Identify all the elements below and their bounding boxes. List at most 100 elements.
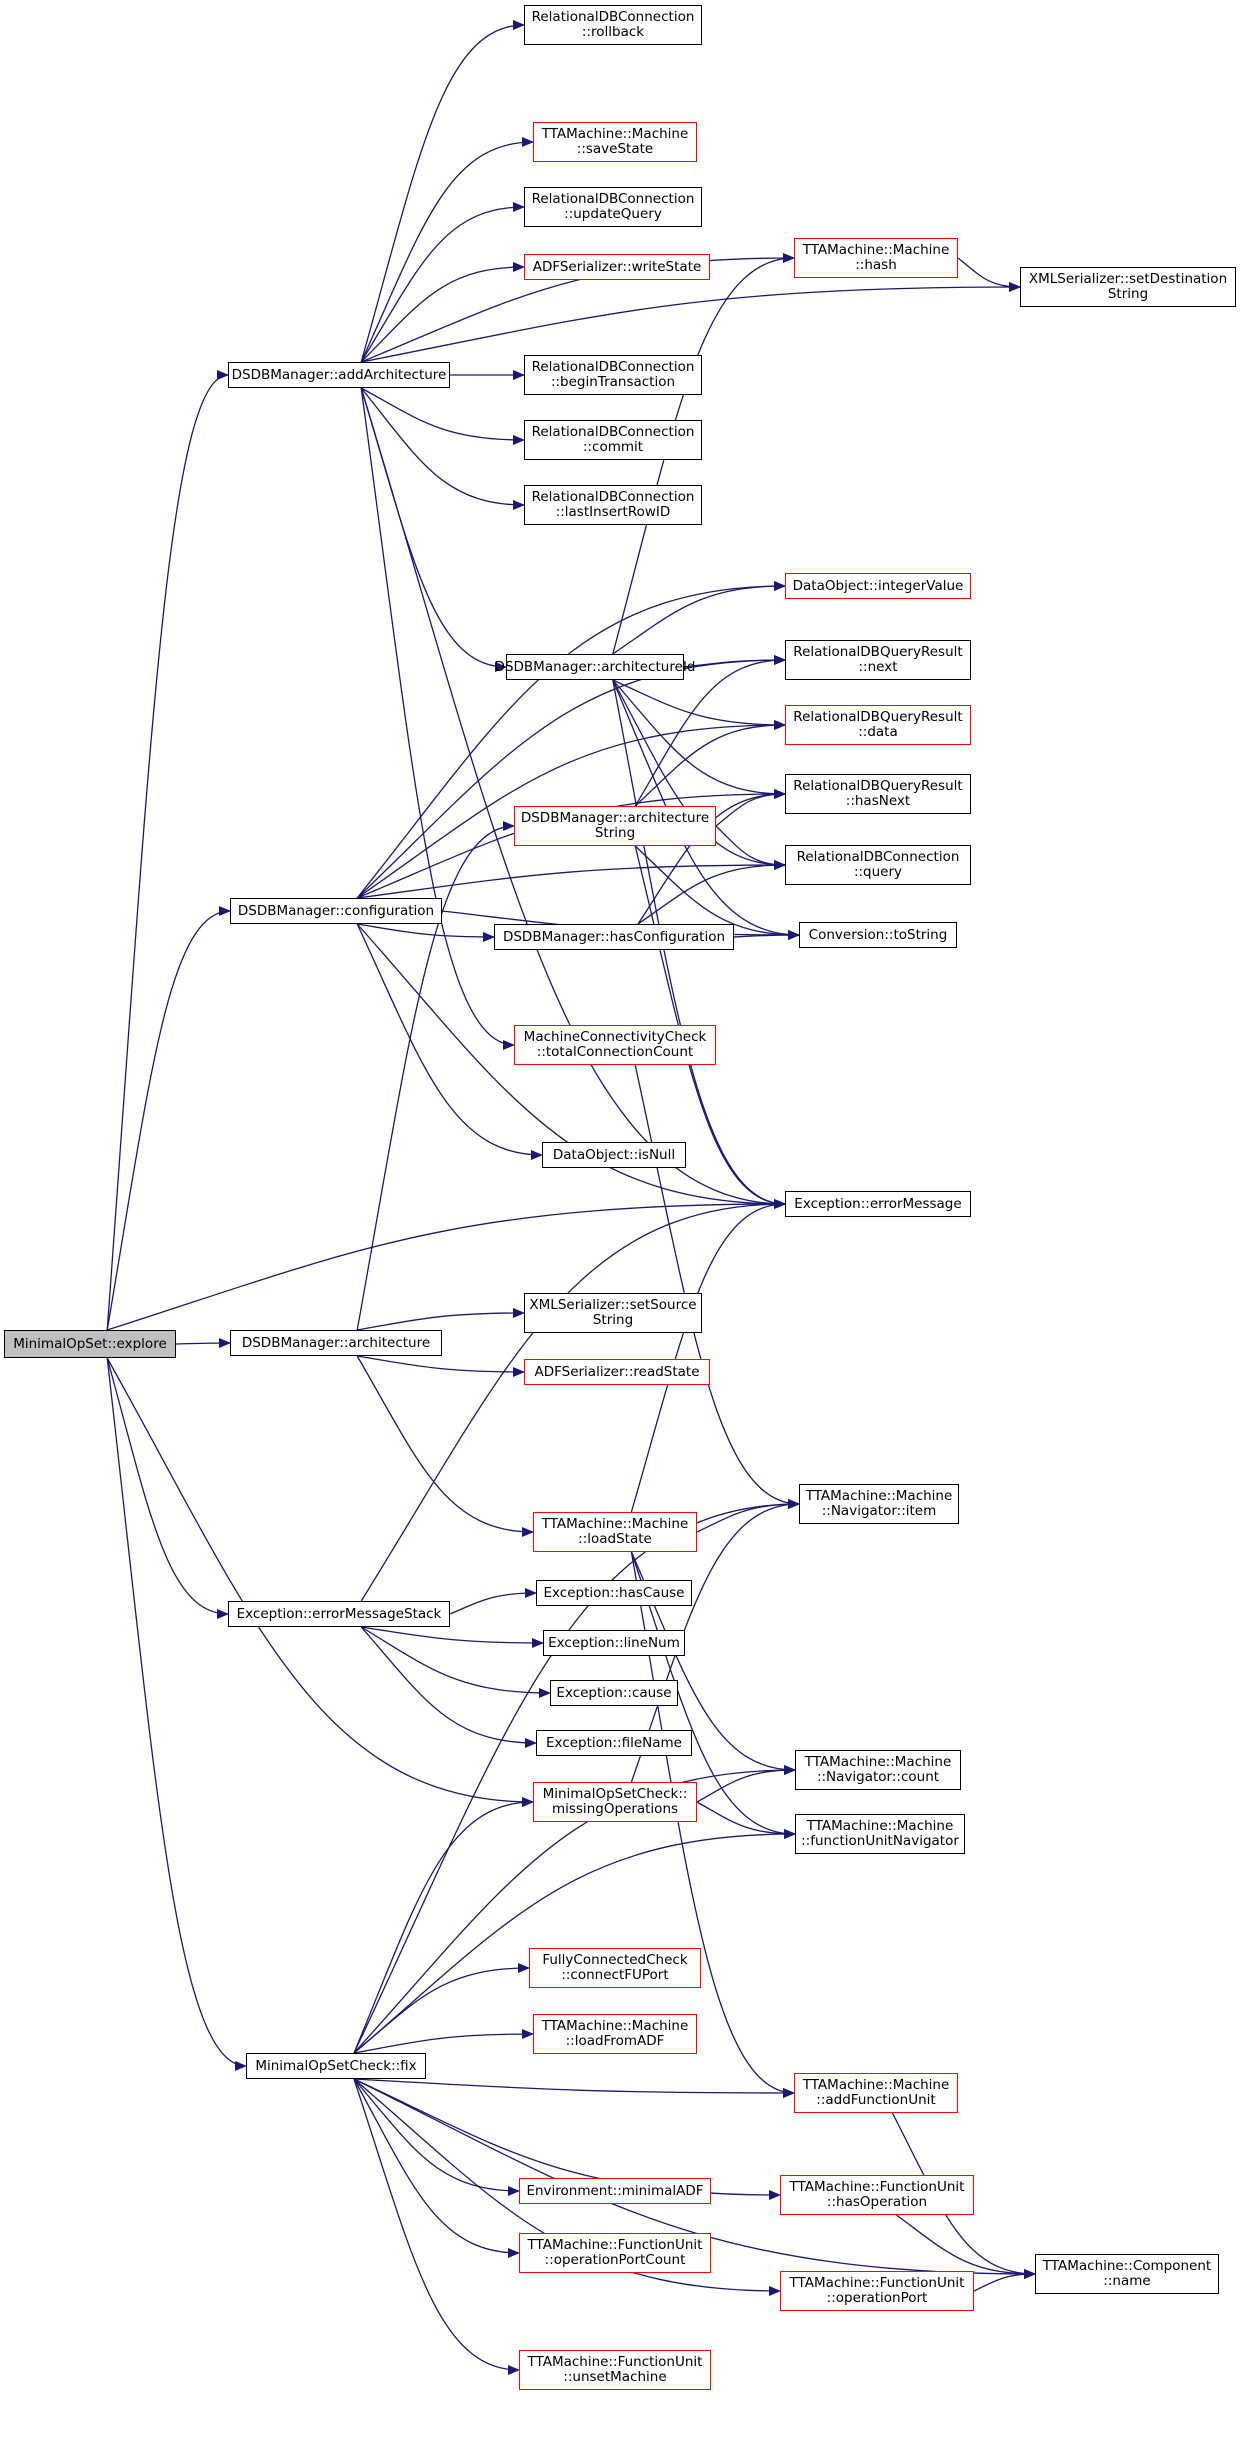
node-comp-name[interactable]: TTAMachine::Component::name [1035,2254,1219,2294]
node-min-a-d-f[interactable]: Environment::minimalADF [519,2178,711,2204]
node-write-state[interactable]: ADFSerializer::writeState [524,254,710,280]
node-has-next[interactable]: RelationalDBQueryResult::hasNext [785,774,971,814]
node-query[interactable]: RelationalDBConnection::query [785,845,971,885]
node-data[interactable]: RelationalDBQueryResult::data [785,705,971,745]
edge-archString-to-query [715,825,786,870]
edge-config-to-hasConfig [357,923,495,942]
node-missing-ops[interactable]: MinimalOpSetCheck::missingOperations [533,1782,697,1822]
node-label: ::rollback [581,24,645,40]
node-label: ::addFunctionUnit [816,2092,936,2108]
node-label: TTAMachine::FunctionUnit [527,2354,703,2370]
node-label: String [594,825,636,841]
edge-config-to-next [356,655,786,899]
node-fu-nav[interactable]: TTAMachine::Machine::functionUnitNavigat… [795,1814,965,1854]
node-rollback[interactable]: RelationalDBConnection::rollback [524,5,702,45]
node-arch[interactable]: DSDBManager::architecture [230,1330,442,1356]
node-err-msg[interactable]: Exception::errorMessage [785,1191,971,1217]
node-label: DataObject::integerValue [792,577,964,594]
node-add-arch[interactable]: DSDBManager::addArchitecture [228,362,450,388]
node-label: ::operationPort [826,2290,928,2306]
edge-fix-to-addFU [353,2078,795,2098]
node-label: TTAMachine::Machine [805,1488,953,1504]
edge-addArch-to-writeState [360,262,525,363]
edge-addArch-to-updateQuery [360,202,525,363]
node-last-insert[interactable]: RelationalDBConnection::lastInsertRowID [524,485,702,525]
node-file-name[interactable]: Exception::fileName [536,1730,692,1756]
node-update-query[interactable]: RelationalDBConnection::updateQuery [524,187,702,227]
edge-opPort-to-compName [973,2269,1036,2292]
edge-hasOp-to-compName [896,2214,1036,2279]
node-label: RelationalDBConnection [531,9,695,25]
edge-config-to-data [356,720,786,899]
node-label: ::saveState [576,141,654,157]
node-load-state[interactable]: TTAMachine::Machine::loadState [533,1512,697,1552]
node-connect-f-u[interactable]: FullyConnectedCheck::connectFUPort [529,1948,701,1988]
edge-config-to-isNull [356,923,543,1160]
node-label: Exception::fileName [546,1734,682,1751]
edge-addArch-to-saveState [360,137,534,363]
node-label: Conversion::toString [808,926,948,943]
node-label: Exception::cause [556,1684,672,1701]
node-add-f-u[interactable]: TTAMachine::Machine::addFunctionUnit [794,2073,958,2113]
edge-addArch-to-hash [360,253,795,363]
node-label: MinimalOpSetCheck:: [542,1786,688,1802]
node-has-op[interactable]: TTAMachine::FunctionUnit::hasOperation [780,2175,974,2215]
node-to-string[interactable]: Conversion::toString [799,922,957,948]
edge-fix-to-opPortCount [353,2078,520,2258]
node-label: DSDBManager::architectureId [494,658,696,675]
node-unset[interactable]: TTAMachine::FunctionUnit::unsetMachine [519,2350,711,2390]
node-begin-tx[interactable]: RelationalDBConnection::beginTransaction [524,355,702,395]
edge-addArch-to-lastInsert [360,387,525,510]
node-label: ::lastInsertRowID [555,504,671,520]
node-label: ADFSerializer::readState [534,1363,700,1380]
edge-fix-to-navCount [353,1765,796,2054]
node-label: String [1107,286,1149,302]
node-label: ::loadState [578,1531,652,1547]
node-fix[interactable]: MinimalOpSetCheck::fix [246,2053,426,2079]
node-label: MinimalOpSetCheck::fix [255,2057,417,2074]
node-int-value[interactable]: DataObject::integerValue [785,573,971,599]
edge-arch-to-readState [357,1355,525,1377]
node-label: XMLSerializer::setDestination [1028,271,1228,287]
node-is-null[interactable]: DataObject::isNull [542,1142,686,1168]
node-label: ::loadFromADF [565,2033,665,2049]
node-label: ::commit [582,439,644,455]
node-has-config[interactable]: DSDBManager::hasConfiguration [494,924,734,950]
node-read-state[interactable]: ADFSerializer::readState [524,1359,710,1385]
edge-fix-to-minADF [353,2078,520,2196]
node-has-cause[interactable]: Exception::hasCause [536,1580,692,1606]
node-nav-count[interactable]: TTAMachine::Machine::Navigator::count [795,1750,961,1790]
node-config[interactable]: DSDBManager::configuration [230,898,442,924]
node-arch-id[interactable]: DSDBManager::architectureId [495,654,695,680]
node-label: ::Navigator::count [816,1769,940,1785]
node-label: RelationalDBQueryResult [793,644,963,660]
node-label: DSDBManager::architecture [520,810,710,826]
node-save-state[interactable]: TTAMachine::Machine::saveState [533,122,697,162]
node-label: ::data [858,724,898,740]
node-label: TTAMachine::FunctionUnit [527,2237,703,2253]
node-line-num[interactable]: Exception::lineNum [543,1630,685,1656]
node-nav-item[interactable]: TTAMachine::Machine::Navigator::item [799,1484,959,1524]
node-err-stack[interactable]: Exception::errorMessageStack [228,1601,450,1627]
node-total-conn[interactable]: MachineConnectivityCheck::totalConnectio… [514,1025,716,1065]
node-commit[interactable]: RelationalDBConnection::commit [524,420,702,460]
edge-explore-to-config [106,906,231,1331]
node-load-a-d-f[interactable]: TTAMachine::Machine::loadFromADF [533,2014,697,2054]
node-label: ::Navigator::item [821,1503,937,1519]
edge-arch-to-setSource [357,1308,525,1331]
node-cause[interactable]: Exception::cause [550,1680,678,1706]
node-label: Environment::minimalADF [526,2182,704,2199]
edge-errStack-to-cause [360,1626,551,1698]
node-label: ::unsetMachine [563,2369,667,2385]
node-op-port-count[interactable]: TTAMachine::FunctionUnit::operationPortC… [519,2233,711,2273]
edge-explore-to-missingOps [106,1357,534,1807]
node-next[interactable]: RelationalDBQueryResult::next [785,640,971,680]
node-label: RelationalDBQueryResult [793,709,963,725]
edge-fix-to-missingOps [353,1797,534,2054]
node-hash[interactable]: TTAMachine::Machine::hash [794,238,958,278]
node-op-port[interactable]: TTAMachine::FunctionUnit::operationPort [780,2271,974,2311]
